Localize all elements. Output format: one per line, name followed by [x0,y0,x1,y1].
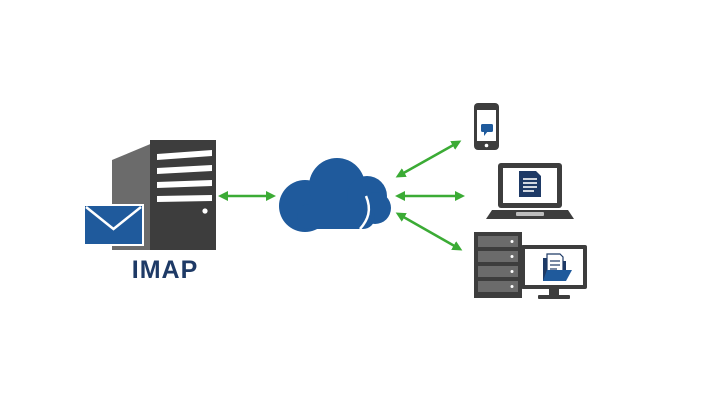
arrow-cloud-workstation [395,212,463,251]
mail-server-icon [83,140,216,250]
arrow-cloud-smartphone [395,140,462,178]
server-rack-icon [474,232,522,298]
laptop-icon [486,163,574,219]
document-icon [519,171,541,197]
cloud-icon [279,158,391,232]
chat-bubble-icon [481,124,493,136]
folder-icon [543,253,572,281]
arrows [218,140,465,251]
imap-label: IMAP [131,256,199,284]
desktop-workstation-icon [474,232,587,299]
envelope-icon [83,204,144,246]
smartphone-icon [474,103,499,150]
